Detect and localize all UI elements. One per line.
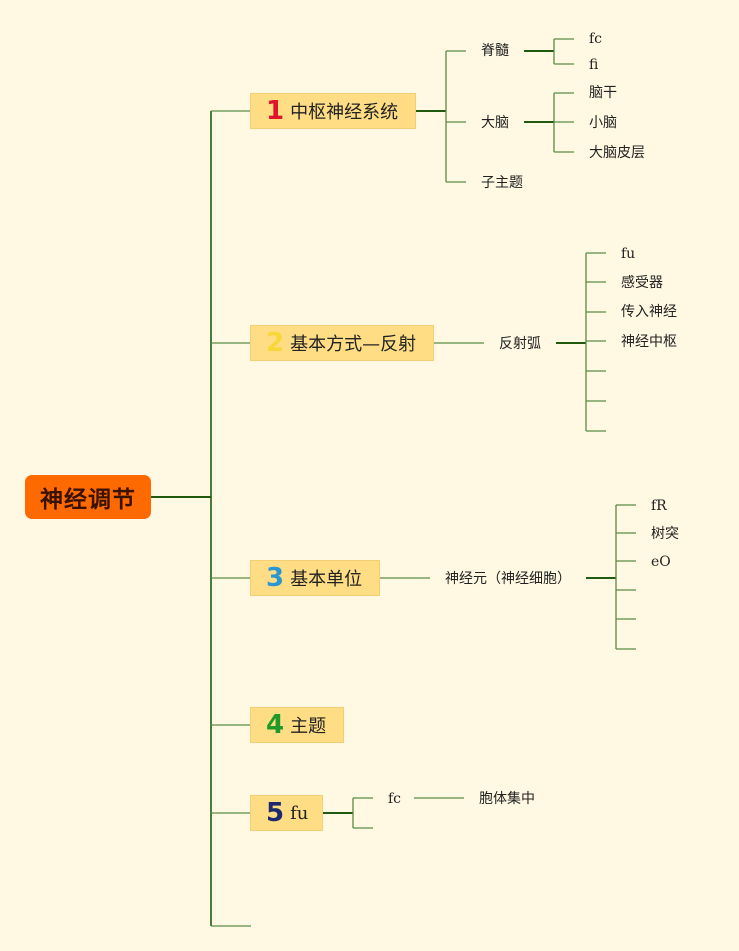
subtopic-reflex-arc[interactable]: 反射弧 [499, 336, 541, 352]
leaf-cerebellum[interactable]: 小脑 [589, 115, 617, 131]
topic-3-label: 基本单位 [290, 569, 363, 590]
topic-3-number: 3 [266, 563, 285, 593]
leaf-eO[interactable]: eO [651, 554, 671, 570]
topic-2-label: 基本方式—反射 [290, 334, 417, 355]
leaf-dendrite[interactable]: 树突 [651, 526, 679, 542]
topic-2-node[interactable]: 2 基本方式—反射 [250, 325, 434, 361]
topic-5-label: fu [290, 802, 309, 824]
leaf-fc[interactable]: fc [589, 31, 603, 47]
topic-4-label: 主题 [290, 716, 327, 737]
subtopic-neuron[interactable]: 神经元（神经细胞） [445, 571, 571, 587]
topic-1-node[interactable]: 1 中枢神经系统 [250, 93, 416, 129]
subtopic-spinal-cord[interactable]: 脊髓 [481, 43, 509, 59]
leaf-brainstem[interactable]: 脑干 [589, 85, 617, 101]
topic-1-label: 中枢神经系统 [290, 102, 399, 123]
topic-2-number: 2 [266, 328, 285, 358]
topic-5-number: 5 [266, 798, 285, 828]
topic-4-node[interactable]: 4 主题 [250, 707, 344, 743]
topic-1-number: 1 [266, 96, 285, 126]
root-node[interactable]: 神经调节 [25, 475, 151, 519]
subtopic-brain[interactable]: 大脑 [481, 115, 509, 131]
leaf-cortex[interactable]: 大脑皮层 [589, 145, 645, 161]
leaf-nerve-center[interactable]: 神经中枢 [621, 334, 677, 350]
subtopic-placeholder[interactable]: 子主题 [481, 175, 523, 191]
leaf-fR[interactable]: fR [651, 498, 667, 514]
topic-4-number: 4 [266, 710, 285, 740]
root-label: 神经调节 [40, 487, 136, 513]
leaf-fu[interactable]: fu [621, 246, 636, 262]
leaf-receptor[interactable]: 感受器 [621, 275, 663, 291]
leaf-fi[interactable]: fi [589, 57, 599, 73]
subtopic-fc[interactable]: fc [388, 791, 402, 807]
leaf-cell-body-cluster[interactable]: 胞体集中 [479, 791, 535, 807]
topic-3-node[interactable]: 3 基本单位 [250, 560, 380, 596]
leaf-afferent-nerve[interactable]: 传入神经 [621, 304, 677, 320]
topic-5-node[interactable]: 5 fu [250, 795, 323, 831]
